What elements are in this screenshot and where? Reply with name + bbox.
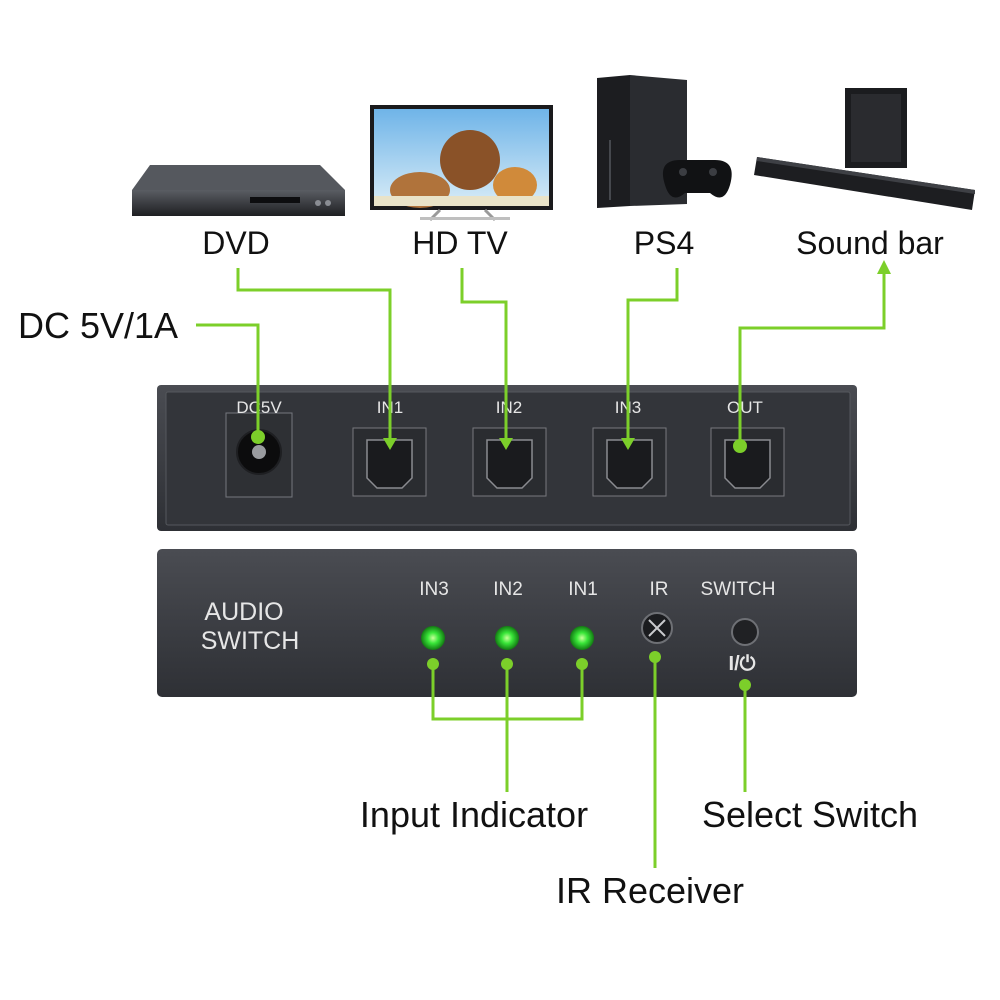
arrow-in1 bbox=[383, 438, 397, 450]
wire-dot-ir bbox=[649, 651, 661, 663]
wire-dvd-to-in1 bbox=[236, 268, 392, 444]
wire-out-to-soundbar bbox=[738, 272, 886, 446]
arrow-in3 bbox=[621, 438, 635, 450]
switch-label: SWITCH bbox=[701, 579, 776, 600]
device-title-line2: SWITCH bbox=[201, 627, 300, 655]
ir-receiver-label: IR Receiver bbox=[556, 870, 744, 911]
led-in1-label: IN1 bbox=[568, 579, 598, 600]
optical-port-in1[interactable] bbox=[352, 427, 427, 497]
in2-port-label: IN2 bbox=[496, 398, 522, 417]
wire-dot-led3 bbox=[427, 658, 439, 670]
arrow-soundbar bbox=[877, 260, 891, 274]
led-in1-indicator bbox=[570, 626, 594, 650]
arrow-in2 bbox=[499, 438, 513, 450]
hd-tv-label: HD TV bbox=[412, 225, 508, 261]
power-supply-label: DC 5V/1A bbox=[18, 305, 178, 346]
wire-dot-dc bbox=[251, 430, 265, 444]
ir-receiver-icon bbox=[641, 612, 673, 644]
device-title-line1: AUDIO bbox=[204, 598, 283, 626]
optical-port-out[interactable] bbox=[710, 427, 785, 497]
led-in2-label: IN2 bbox=[493, 579, 523, 600]
led-in3-label: IN3 bbox=[419, 579, 449, 600]
sound-bar-label: Sound bar bbox=[796, 225, 944, 261]
ps4-label: PS4 bbox=[634, 225, 694, 261]
power-symbol-label: I/⏻ bbox=[729, 653, 756, 675]
wire-dot-out bbox=[733, 439, 747, 453]
dvd-label: DVD bbox=[202, 225, 270, 261]
front-panel bbox=[157, 549, 857, 697]
wire-dot-led2 bbox=[501, 658, 513, 670]
sound-bar-image bbox=[754, 88, 975, 210]
input-indicator-label: Input Indicator bbox=[360, 794, 588, 835]
wire-ps4-to-in3 bbox=[626, 268, 679, 444]
wire-dot-led1 bbox=[576, 658, 588, 670]
dvd-player-image bbox=[132, 165, 345, 216]
wire-dot-switch bbox=[739, 679, 751, 691]
out-port-label: OUT bbox=[727, 398, 763, 417]
wire-power-to-dc bbox=[196, 323, 260, 437]
hd-tv-image bbox=[370, 105, 553, 222]
select-switch-label: Select Switch bbox=[702, 794, 918, 835]
ps4-console-image bbox=[597, 75, 732, 208]
select-switch-button[interactable] bbox=[731, 618, 759, 646]
wire-tv-to-in2 bbox=[460, 268, 508, 444]
led-in3-indicator bbox=[421, 626, 445, 650]
led-in2-indicator bbox=[495, 626, 519, 650]
ir-label: IR bbox=[650, 579, 669, 600]
